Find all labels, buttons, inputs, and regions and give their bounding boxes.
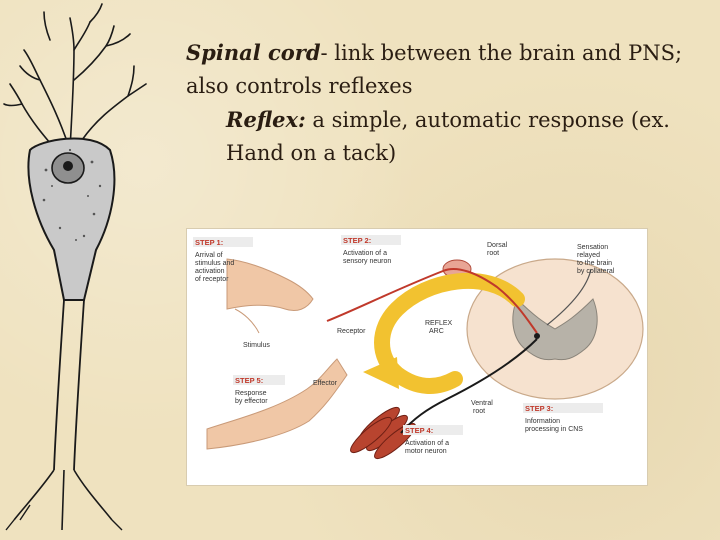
reflex-arc-figure: STEP 1: Arrival of stimulus and activati… <box>186 228 648 486</box>
step2-desc-1: Activation of a <box>343 250 387 257</box>
step1-title: STEP 1: <box>195 238 223 247</box>
reflex-arc-arrow <box>374 272 525 394</box>
step3-box <box>523 403 603 413</box>
reflex-arc-arrowhead <box>363 357 399 389</box>
reflex-definition: a simple, automatic response (ex. Hand o… <box>226 108 670 165</box>
ventral-root-label-2: root <box>473 408 485 415</box>
reflex-arc-label-1: REFLEX <box>425 320 453 327</box>
dorsal-root-label-1: Dorsal <box>487 242 508 249</box>
reflex-arc-label-2: ARC <box>429 328 444 335</box>
reflex-arc-diagram: STEP 1: Arrival of stimulus and activati… <box>193 235 644 460</box>
sensory-neuron <box>326 268 538 334</box>
motor-neuron <box>400 338 538 434</box>
step2-desc-2: sensory neuron <box>343 258 391 265</box>
upper-arm <box>226 258 314 312</box>
step2-box <box>341 235 401 245</box>
muscle-bundle <box>350 406 416 460</box>
step1-desc-1: Arrival of <box>195 252 223 259</box>
lower-arm <box>206 358 348 450</box>
step3-title: STEP 3: <box>525 404 553 413</box>
step4-desc-2: motor neuron <box>405 448 447 455</box>
step5-desc-2: by effector <box>235 398 268 405</box>
step4-box <box>403 425 463 435</box>
spinal-cord-line: Spinal cord- link between the brain and … <box>186 36 696 103</box>
sensation-label-2: relayed <box>577 252 600 259</box>
step1-desc-2: stimulus and <box>195 260 234 267</box>
reflex-term: Reflex: <box>226 107 306 132</box>
ventral-root-label-1: Ventral <box>471 400 493 407</box>
stimulus-label: Stimulus <box>243 342 270 349</box>
step1-box <box>193 237 253 247</box>
spinal-cord-definition: - link between the brain and PNS; also c… <box>186 41 683 98</box>
receptor-label: Receptor <box>337 328 366 335</box>
spinal-cord-term: Spinal cord <box>186 40 321 65</box>
step4-title: STEP 4: <box>405 426 433 435</box>
step3-desc-2: processing in CNS <box>525 426 583 433</box>
step2-title: STEP 2: <box>343 236 371 245</box>
text-block: Spinal cord- link between the brain and … <box>186 36 696 170</box>
effector-label: Effector <box>313 380 338 387</box>
step5-box <box>233 375 285 385</box>
step5-title: STEP 5: <box>235 376 263 385</box>
step1-desc-3: activation <box>195 268 225 275</box>
sensation-label-4: by collateral <box>577 268 615 275</box>
step3-desc-1: Information <box>525 418 560 425</box>
dorsal-root-label-2: root <box>487 250 499 257</box>
step1-desc-4: of receptor <box>195 276 229 283</box>
neuron-illustration <box>3 3 147 531</box>
step5-desc-1: Response <box>235 390 267 397</box>
reflex-line: Reflex: a simple, automatic response (ex… <box>186 103 696 170</box>
step4-desc-1: Activation of a <box>405 440 449 447</box>
sensation-label-1: Sensation <box>577 244 608 251</box>
sensation-label-3: to the brain <box>577 260 612 267</box>
